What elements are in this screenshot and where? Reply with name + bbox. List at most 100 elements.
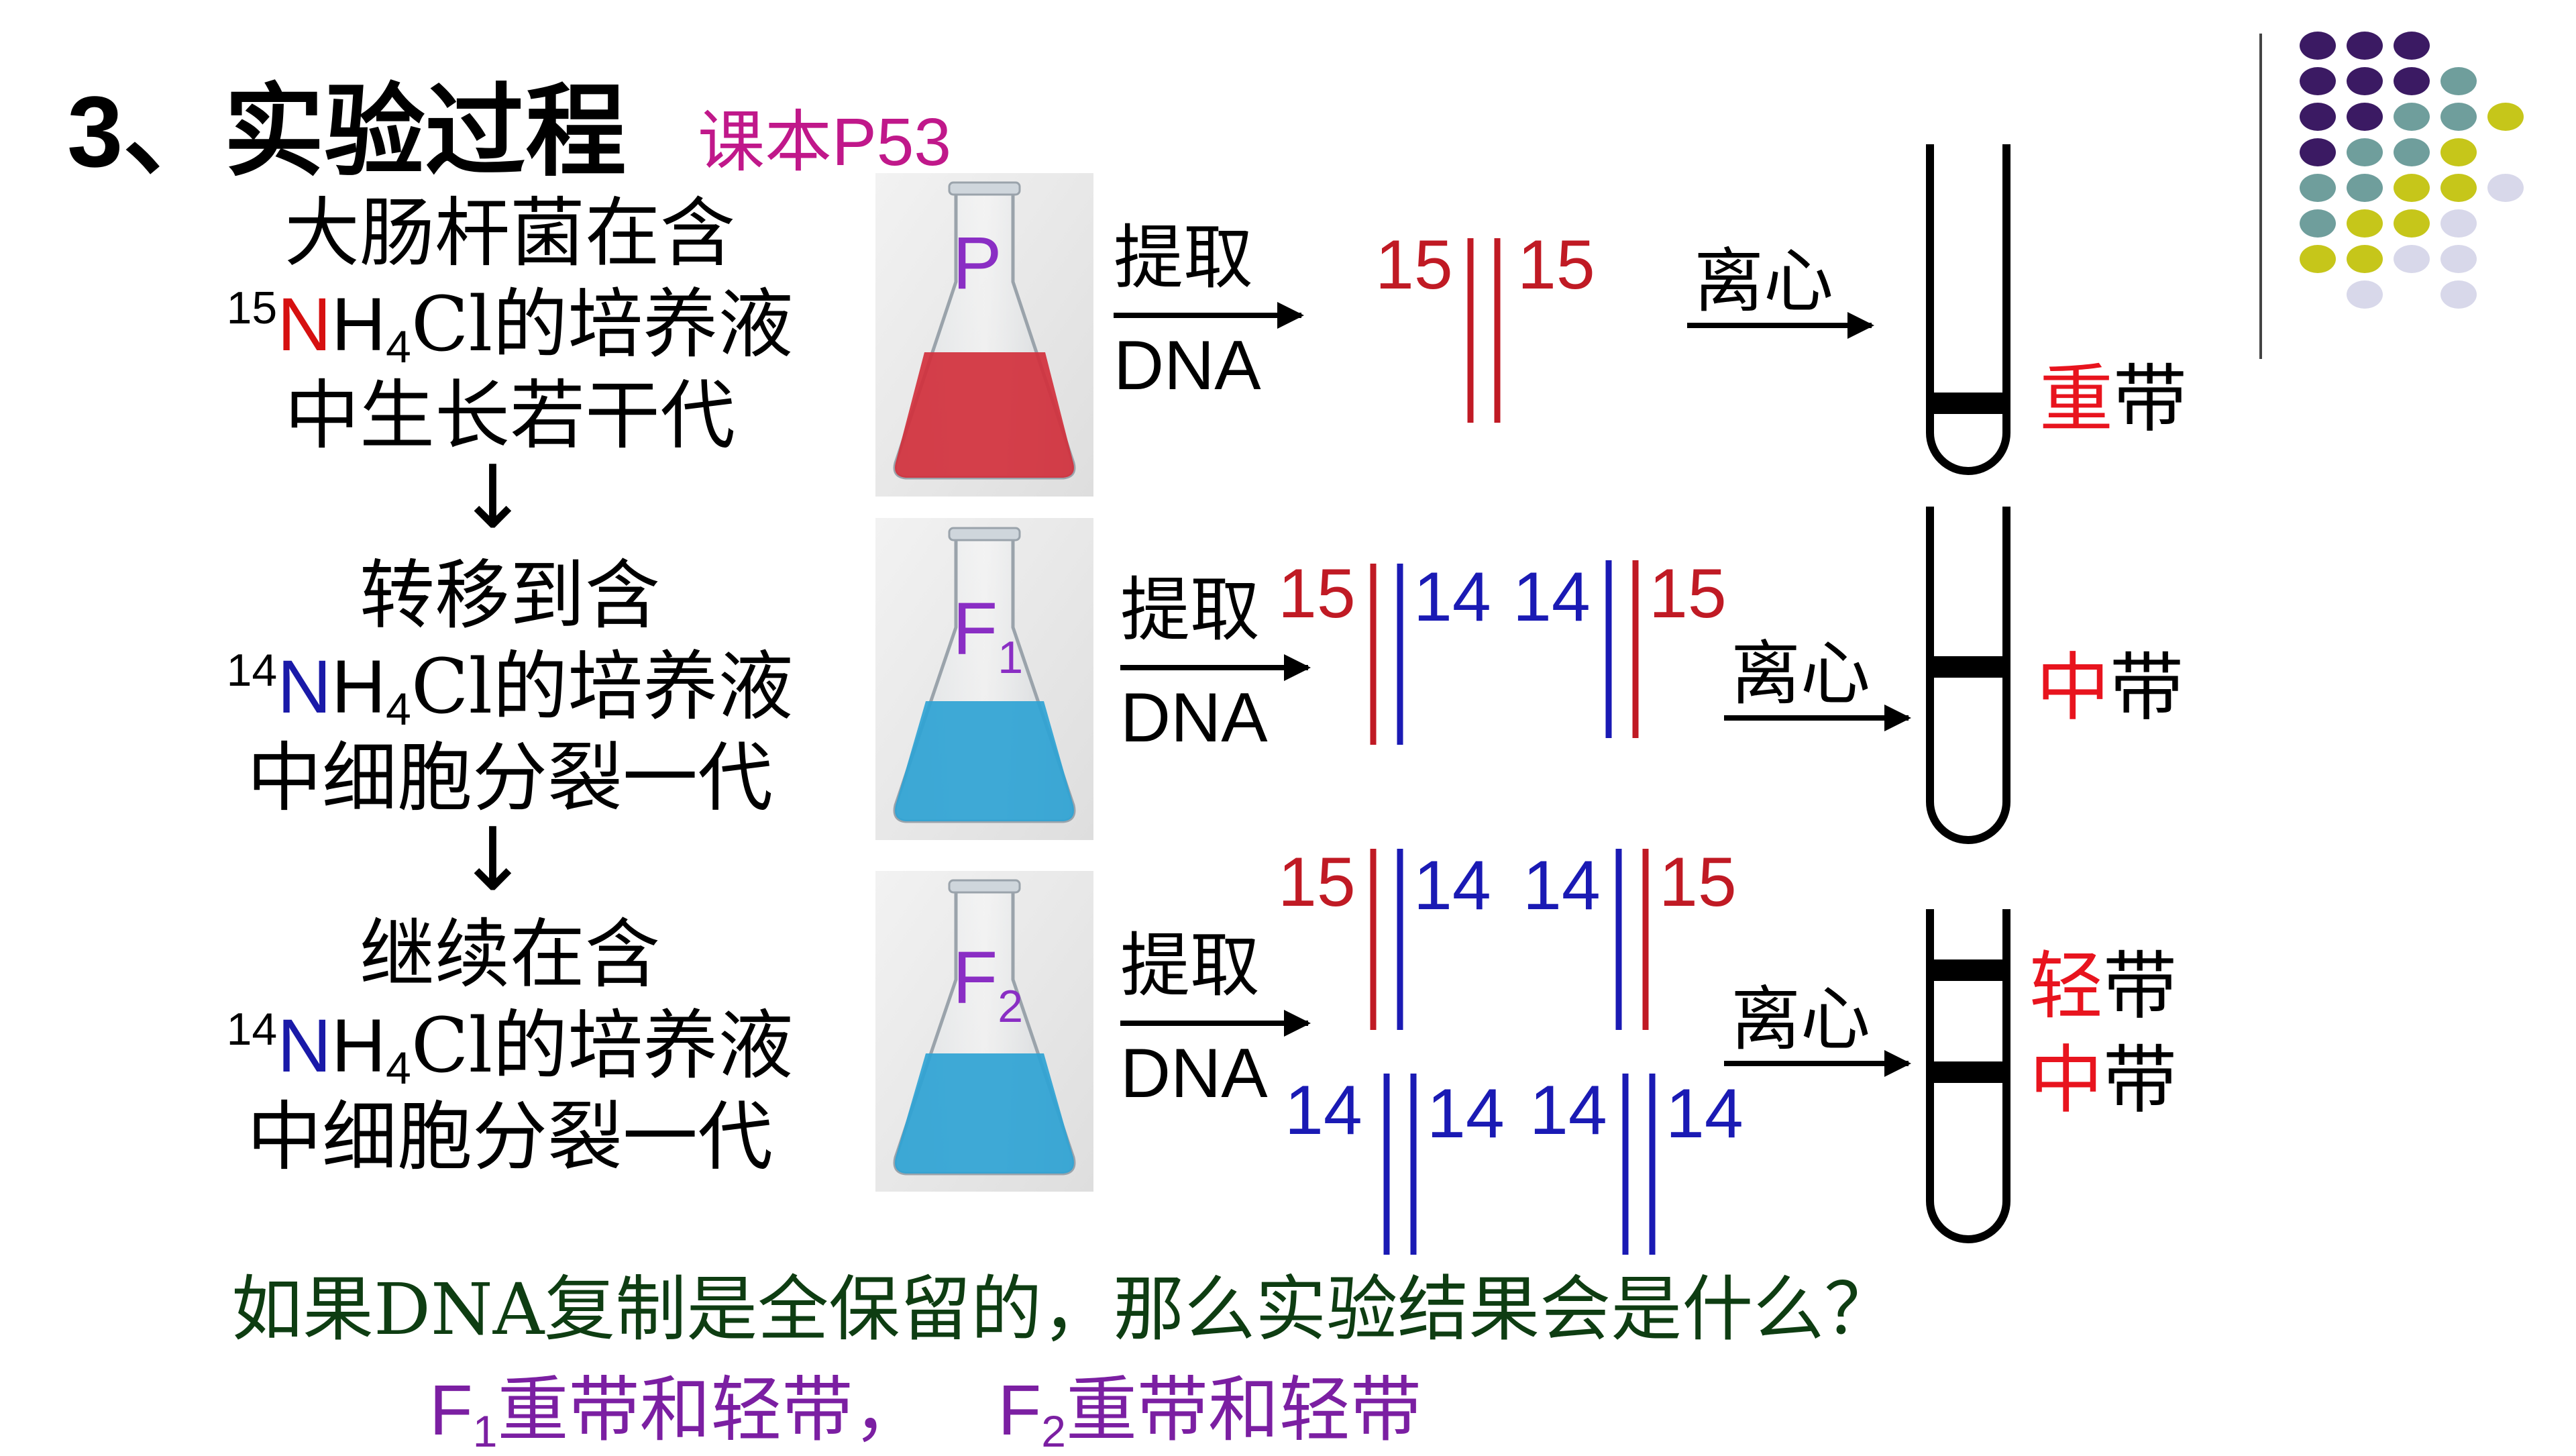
- band-type: 重: [2039, 356, 2113, 442]
- strand-label: 14: [1285, 1072, 1362, 1149]
- decorative-dot: [2440, 103, 2477, 131]
- textbook-reference: 课本P53: [698, 105, 951, 180]
- subscript-4: 4: [386, 684, 411, 735]
- decorative-dot: [2300, 103, 2336, 131]
- flask-label-f1: F1: [953, 588, 1023, 683]
- strand-label: 14: [1513, 558, 1591, 636]
- flask-rim: [948, 879, 1021, 894]
- decorative-dot: [2440, 138, 2477, 166]
- intermediate-band: [1930, 656, 2006, 678]
- step-1-text: 大肠杆菌在含 15NH4Cl的培养液 中生长若干代: [188, 188, 832, 462]
- decorative-dot: [2394, 103, 2430, 131]
- flask-rim: [948, 181, 1021, 196]
- decorative-dot: [2347, 209, 2383, 238]
- test-tube-1: [1926, 144, 2010, 475]
- answer-sub2: 2: [1041, 1406, 1066, 1456]
- extract-label: 提取: [1114, 217, 1253, 299]
- step-3-formula: 14NH4Cl的培养液: [188, 1000, 832, 1092]
- centrifuge-arrow-2: 离心: [1724, 633, 1911, 731]
- medium-text: Cl的培养液: [411, 281, 794, 368]
- dna-label: DNA: [1114, 327, 1261, 405]
- strand-label: 14: [1529, 1072, 1607, 1149]
- answer-part1: 重带和轻带，: [497, 1369, 924, 1451]
- hydrogen: H: [331, 645, 386, 729]
- strand-label: 15: [1517, 226, 1595, 304]
- centrifuge-arrow-3: 离心: [1724, 978, 1911, 1077]
- flask-label-p: P: [953, 222, 1002, 305]
- step-2-line1: 转移到含: [360, 552, 660, 639]
- strand-label: 15: [1278, 555, 1356, 633]
- tube-outline: [1926, 507, 2010, 844]
- decorative-dot: [2300, 67, 2336, 95]
- strand-label: 15: [1278, 843, 1356, 921]
- band-type: 中: [2036, 645, 2110, 731]
- answer-f1: F: [429, 1371, 473, 1450]
- isotope-14: 14: [226, 645, 278, 696]
- decorative-dot: [2347, 174, 2383, 202]
- band-word: 带: [2103, 1037, 2177, 1123]
- decorative-dot: [2440, 67, 2477, 95]
- band-word: 带: [2103, 943, 2177, 1029]
- step-3-text: 继续在含 14NH4Cl的培养液 中细胞分裂一代: [188, 909, 832, 1183]
- nitrogen-15: N: [277, 282, 332, 366]
- band-label-light: 轻带: [2029, 926, 2177, 1033]
- decorative-dot: [2347, 138, 2383, 166]
- decorative-dot: [2347, 32, 2383, 60]
- slide-title: 3、实验过程: [67, 75, 627, 188]
- extract-arrow-2: 提取 DNA: [1120, 569, 1311, 757]
- decorative-dot: [2440, 245, 2477, 273]
- intermediate-band: [1930, 1061, 2006, 1083]
- subscript-4: 4: [386, 321, 411, 372]
- centrifuge-label: 离心: [1694, 240, 1833, 322]
- hydrogen: H: [331, 1004, 386, 1088]
- centrifuge-arrow-1: 离心: [1687, 240, 1874, 339]
- flask-liquid: [895, 701, 1074, 821]
- band-type: 轻: [2029, 943, 2103, 1029]
- decorative-dot: [2347, 67, 2383, 95]
- nitrogen-14: N: [277, 1004, 332, 1088]
- band-label-intermediate: 中带: [2036, 627, 2184, 735]
- step-3-line3: 中细胞分裂一代: [247, 1094, 773, 1181]
- heavy-band: [1930, 393, 2006, 414]
- strand-label: 14: [1666, 1075, 1743, 1153]
- step-1-line3: 中生长若干代: [284, 372, 735, 460]
- answer-sub1: 1: [472, 1406, 498, 1456]
- step-1-line1: 大肠杆菌在含: [284, 190, 735, 277]
- question-text: 如果DNA复制是全保留的，那么实验结果会是什么？: [231, 1268, 1896, 1351]
- dna-label: DNA: [1120, 679, 1268, 757]
- decorative-dot: [2300, 245, 2336, 273]
- decorative-dot: [2440, 209, 2477, 238]
- decorative-dot: [2394, 32, 2430, 60]
- band-type: 中: [2029, 1037, 2103, 1123]
- answer-part2: 重带和轻带: [1065, 1369, 1421, 1451]
- decorative-dot: [2394, 209, 2430, 238]
- band-label-intermediate-2: 中带: [2029, 1020, 2177, 1127]
- flask-label-f2: F2: [953, 937, 1023, 1032]
- isotope-14: 14: [226, 1004, 278, 1055]
- flask-f1: [875, 518, 1093, 840]
- tube-outline: [1926, 144, 2010, 475]
- strand-label: 14: [1413, 847, 1491, 925]
- decorative-dot: [2347, 245, 2383, 273]
- strand-label: 15: [1375, 226, 1453, 304]
- extract-arrow-1: 提取 DNA: [1114, 217, 1304, 405]
- strand-label: 14: [1413, 558, 1491, 636]
- decorative-dot: [2440, 280, 2477, 309]
- step-2-text: 转移到含 14NH4Cl的培养液 中细胞分裂一代: [188, 550, 832, 824]
- test-tube-3: [1926, 909, 2010, 1243]
- strand-label: 14: [1427, 1075, 1505, 1153]
- extract-label: 提取: [1120, 569, 1260, 651]
- answer-f2: F: [998, 1371, 1042, 1450]
- flask-liquid: [895, 1053, 1074, 1174]
- down-arrow-icon: ↓: [456, 446, 529, 548]
- decorative-dot: [2394, 138, 2430, 166]
- decorative-dot: [2487, 103, 2524, 131]
- extract-label: 提取: [1120, 925, 1260, 1006]
- centrifuge-label: 离心: [1731, 978, 1870, 1060]
- decorative-dot: [2394, 67, 2430, 95]
- decorative-dot: [2487, 174, 2524, 202]
- dna-row-1: 15 15: [1375, 226, 1595, 423]
- subscript-4: 4: [386, 1043, 411, 1094]
- band-word: 带: [2110, 645, 2184, 731]
